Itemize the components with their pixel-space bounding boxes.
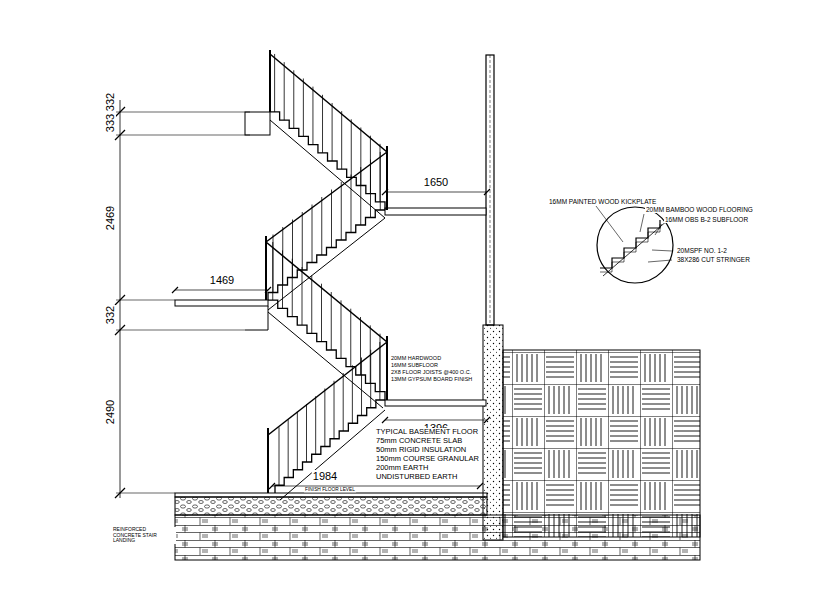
dimension: 332 (104, 92, 116, 112)
dimension: 332 (104, 305, 116, 325)
detail-note: 20MSPF NO. 1-2 (676, 247, 728, 254)
detail-note: 38X286 CUT STRINGER (676, 256, 751, 263)
dimension: 2469 (104, 205, 116, 231)
floor-note: UNDISTURBED EARTH (375, 473, 459, 481)
floor-note: 20MM HARDWOOD (390, 355, 442, 361)
dimension: 1650 (423, 176, 449, 188)
floor-note: 50mm RIGID INSULATION (375, 446, 467, 454)
floor-note: TYPICAL BASEMENT FLOOR (375, 428, 479, 436)
floor-note: 75mm CONCRETE SLAB (375, 437, 463, 445)
floor-note: 16MM SUBFLOOR (390, 362, 439, 368)
dimension: 1984 (312, 470, 338, 482)
slab-note: REINFORCED CONCRETE STAIR LANDING (112, 527, 176, 544)
detail-note: 20MM BAMBOO WOOD FLOORING (645, 206, 754, 213)
floor-note: 200mm EARTH (375, 464, 429, 472)
floor-note: 150mm COURSE GRANULAR (375, 455, 480, 463)
dimension: 1469 (209, 274, 235, 286)
floor-note: 13MM GYPSUM BOARD FINISH (390, 376, 473, 382)
floor-note: 2X8 FLOOR JOISTS @400 O.C. (390, 369, 472, 375)
detail-note: 16MM PAINTED WOOD KICKPLATE (548, 198, 657, 205)
detail-note: 16MM OBS B-2 SUBFLOOR (664, 216, 749, 223)
dimension: 333 (104, 113, 116, 133)
dimension: 2490 (104, 399, 116, 425)
floor-note: FINISH FLOOR LEVEL (304, 487, 356, 492)
